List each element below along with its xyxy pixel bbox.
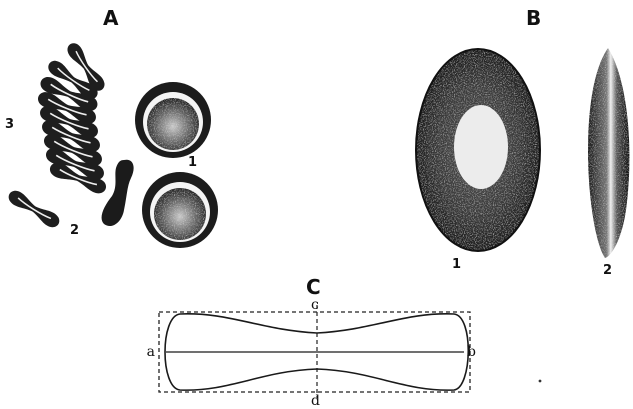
label-a1: 1 — [188, 155, 197, 170]
panel-a: A 3 2 1 — [5, 6, 218, 248]
speck — [539, 380, 542, 383]
panel-c: C a b c d — [147, 275, 476, 409]
rouleau-stack — [36, 40, 109, 196]
label-d: d — [311, 393, 320, 409]
label-a: a — [147, 344, 155, 360]
panel-a-letter: A — [103, 6, 119, 30]
oval-cell-side — [588, 48, 629, 258]
label-b2: 2 — [603, 263, 612, 278]
label-b1: 1 — [452, 257, 461, 272]
edge-on-cell — [102, 160, 134, 226]
face-view-cell-top — [135, 82, 211, 158]
side-view-cell — [6, 188, 62, 231]
label-c: c — [311, 297, 319, 313]
label-a2: 2 — [70, 223, 79, 238]
face-view-cell-bottom — [142, 172, 218, 248]
panel-c-letter: C — [306, 275, 321, 299]
panel-b-letter: B — [526, 6, 541, 30]
nucleus — [454, 105, 508, 189]
label-a3: 3 — [5, 117, 14, 132]
oval-cell-face — [416, 49, 540, 251]
panel-b: B 1 2 — [416, 6, 629, 278]
label-b: b — [467, 344, 476, 360]
